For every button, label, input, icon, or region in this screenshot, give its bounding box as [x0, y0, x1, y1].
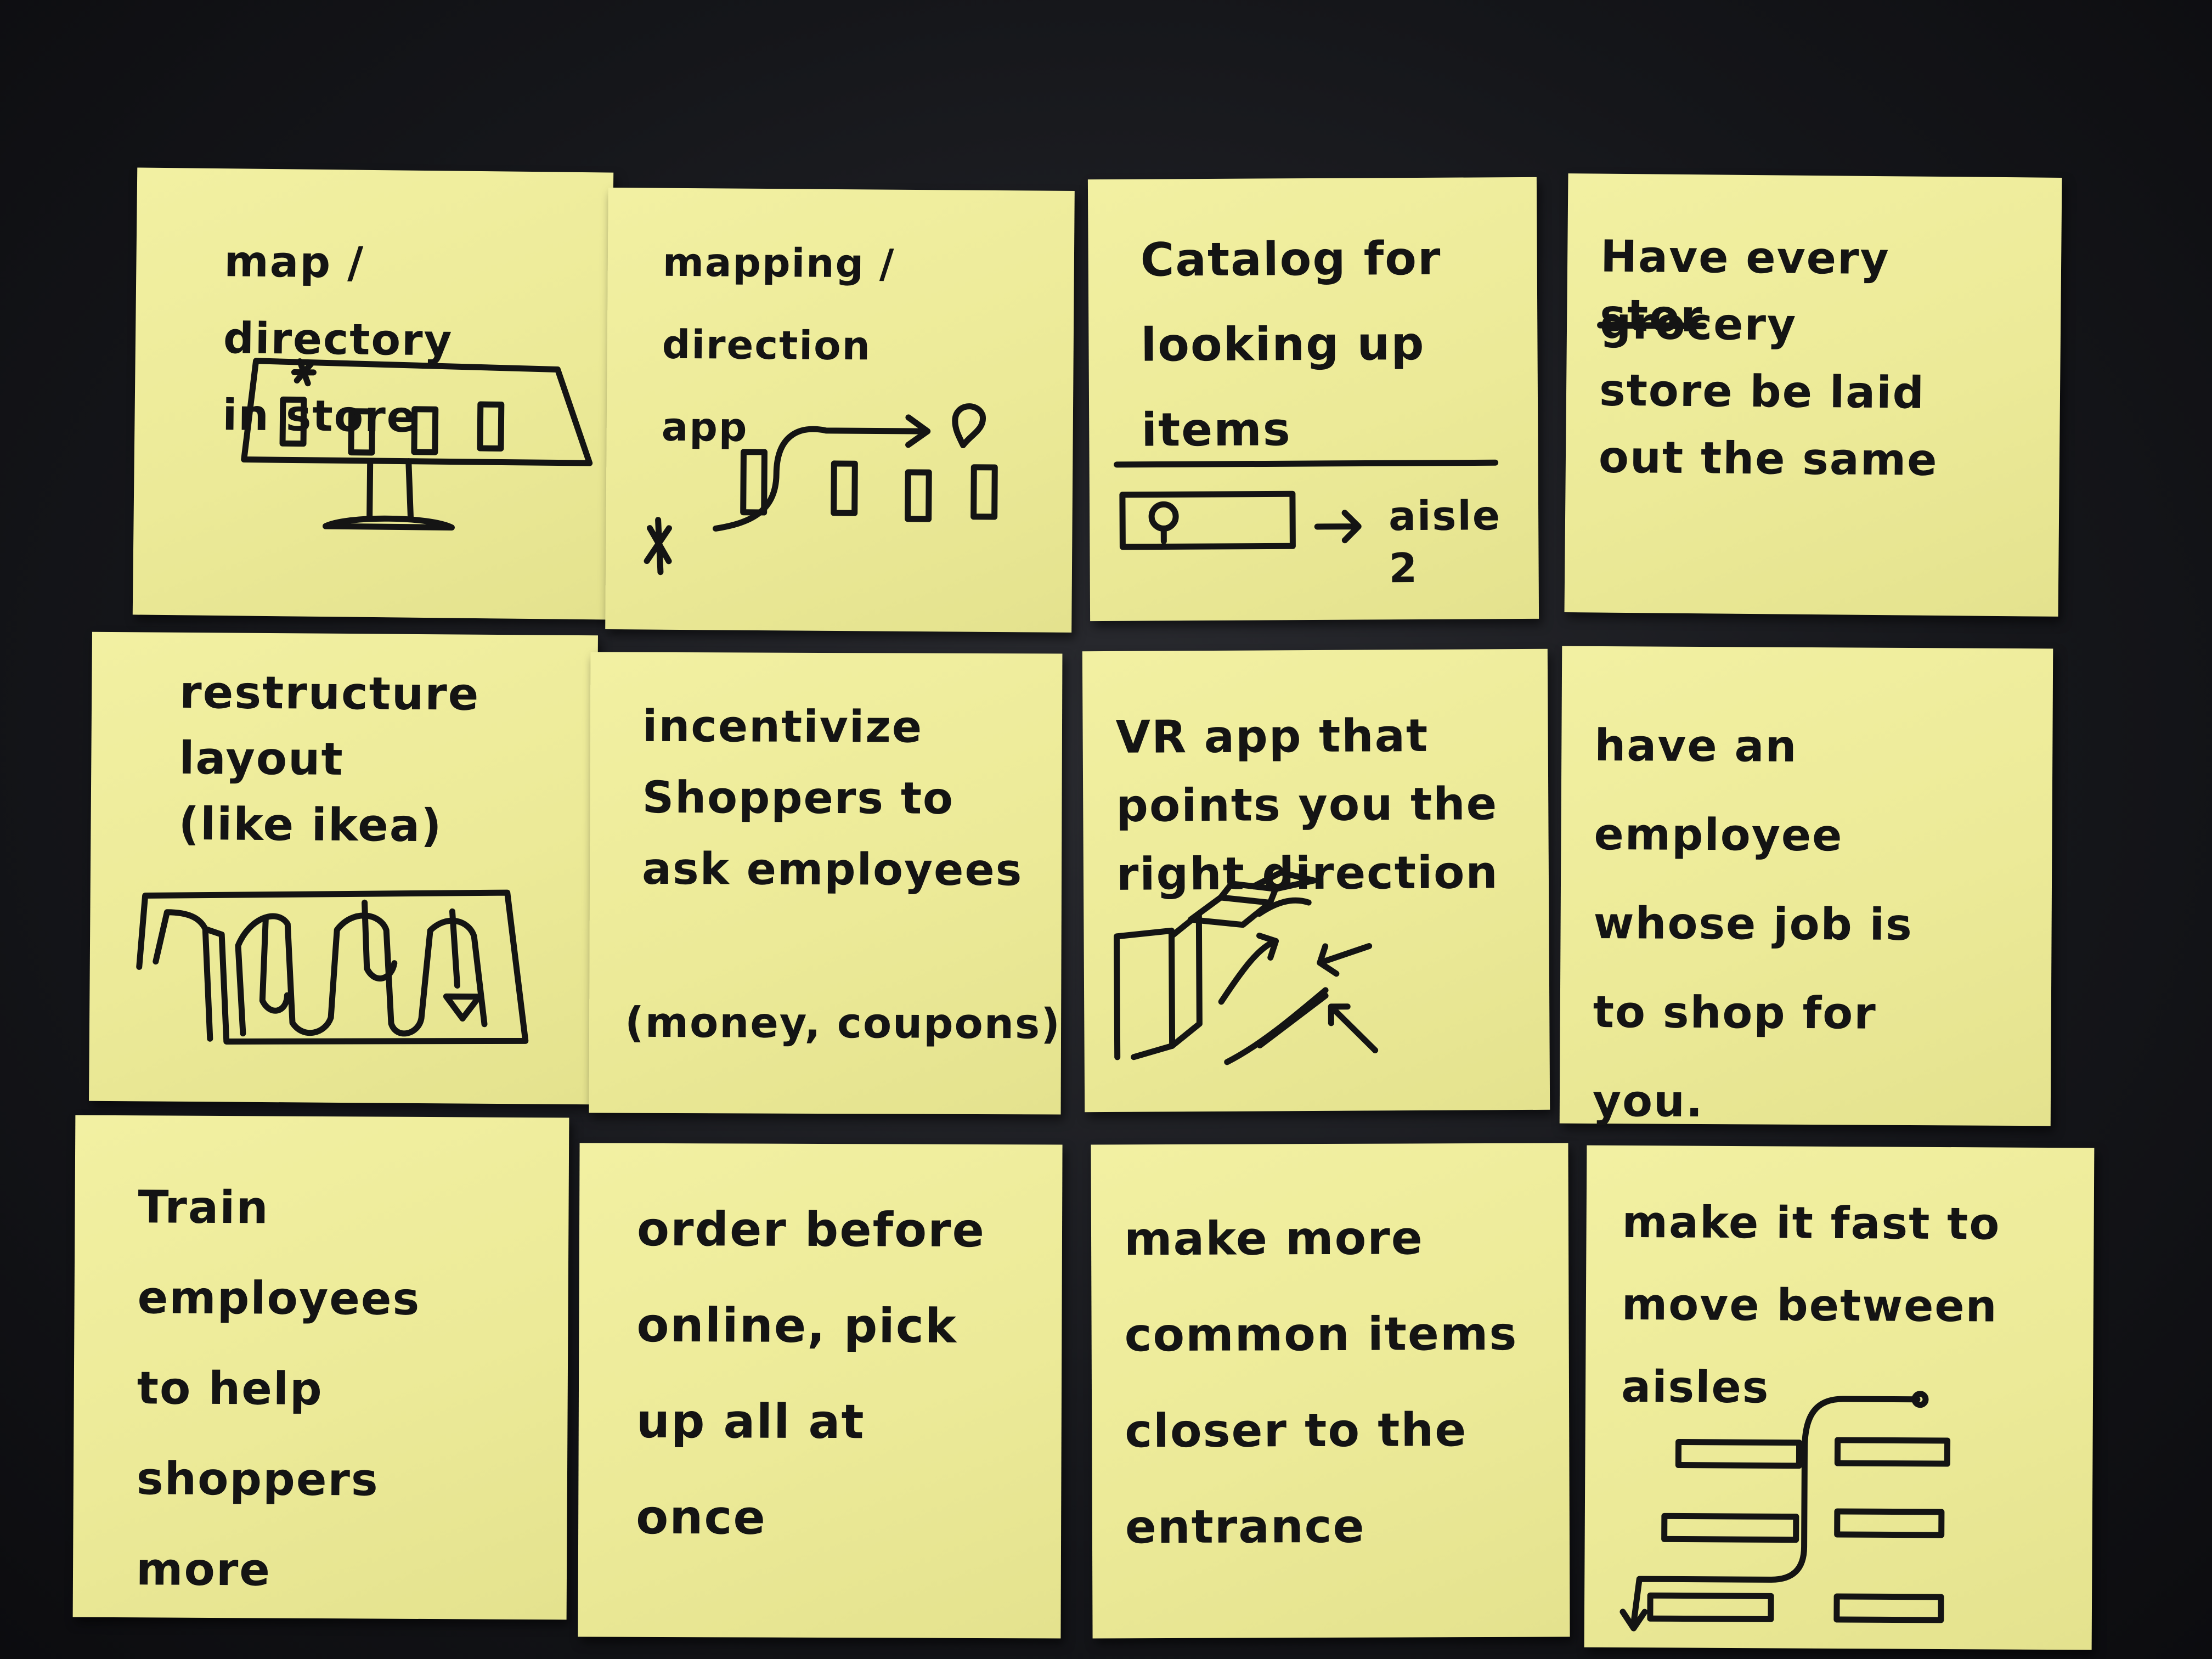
sticky-note-1: map / directory in store	[132, 167, 614, 620]
sticky-note-12: make it fast to move between aisles	[1584, 1145, 2095, 1650]
sticky-note-2: mapping / direction app	[605, 188, 1075, 633]
sticky-note-7: VR app that points you the right directi…	[1082, 648, 1550, 1113]
note-text: Train employees to help shoppers more	[136, 1181, 421, 1596]
vr-arrows-sketch	[1114, 869, 1379, 1065]
sticky-note-10: order before online, pick up all at once	[578, 1143, 1063, 1639]
struck-word: stor	[1599, 290, 1703, 342]
aisle-route-sketch	[1620, 1391, 1951, 1632]
sticky-note-3: Catalog for looking up items aisle 2	[1087, 177, 1539, 622]
note-text: make more common items closer to the ent…	[1124, 1211, 1518, 1554]
note-text: have an employee whose job is to shop fo…	[1592, 719, 1913, 1127]
aisle-label: aisle 2	[1388, 492, 1502, 592]
sticky-note-6: incentivize Shoppers to ask employees (m…	[589, 652, 1063, 1115]
note-text: Catalog for looking up items	[1140, 231, 1442, 457]
maze-layout-sketch	[136, 889, 529, 1045]
sticky-note-9: Train employees to help shoppers more	[72, 1115, 569, 1620]
incentive-examples: (money, coupons)	[624, 997, 1062, 1048]
sticky-note-8: have an employee whose job is to shop fo…	[1559, 646, 2053, 1127]
search-catalog-sketch	[1114, 459, 1499, 550]
sticky-note-5: restructure layout (like ikea)	[89, 631, 598, 1105]
note-text: VR app that points you the right directi…	[1115, 709, 1499, 901]
note-text: order before online, pick up all at once	[636, 1201, 986, 1545]
note-text: restructure layout (like ikea)	[178, 666, 480, 853]
monitor-map-sketch	[241, 358, 593, 531]
route-sketch	[644, 403, 998, 575]
sticky-note-11: make more common items closer to the ent…	[1091, 1143, 1570, 1639]
note-text: incentivize Shoppers to ask employees	[641, 700, 1023, 896]
strikethrough-line	[1597, 321, 1707, 330]
sticky-note-4: Have every grocery store be laid out the…	[1564, 173, 2062, 617]
